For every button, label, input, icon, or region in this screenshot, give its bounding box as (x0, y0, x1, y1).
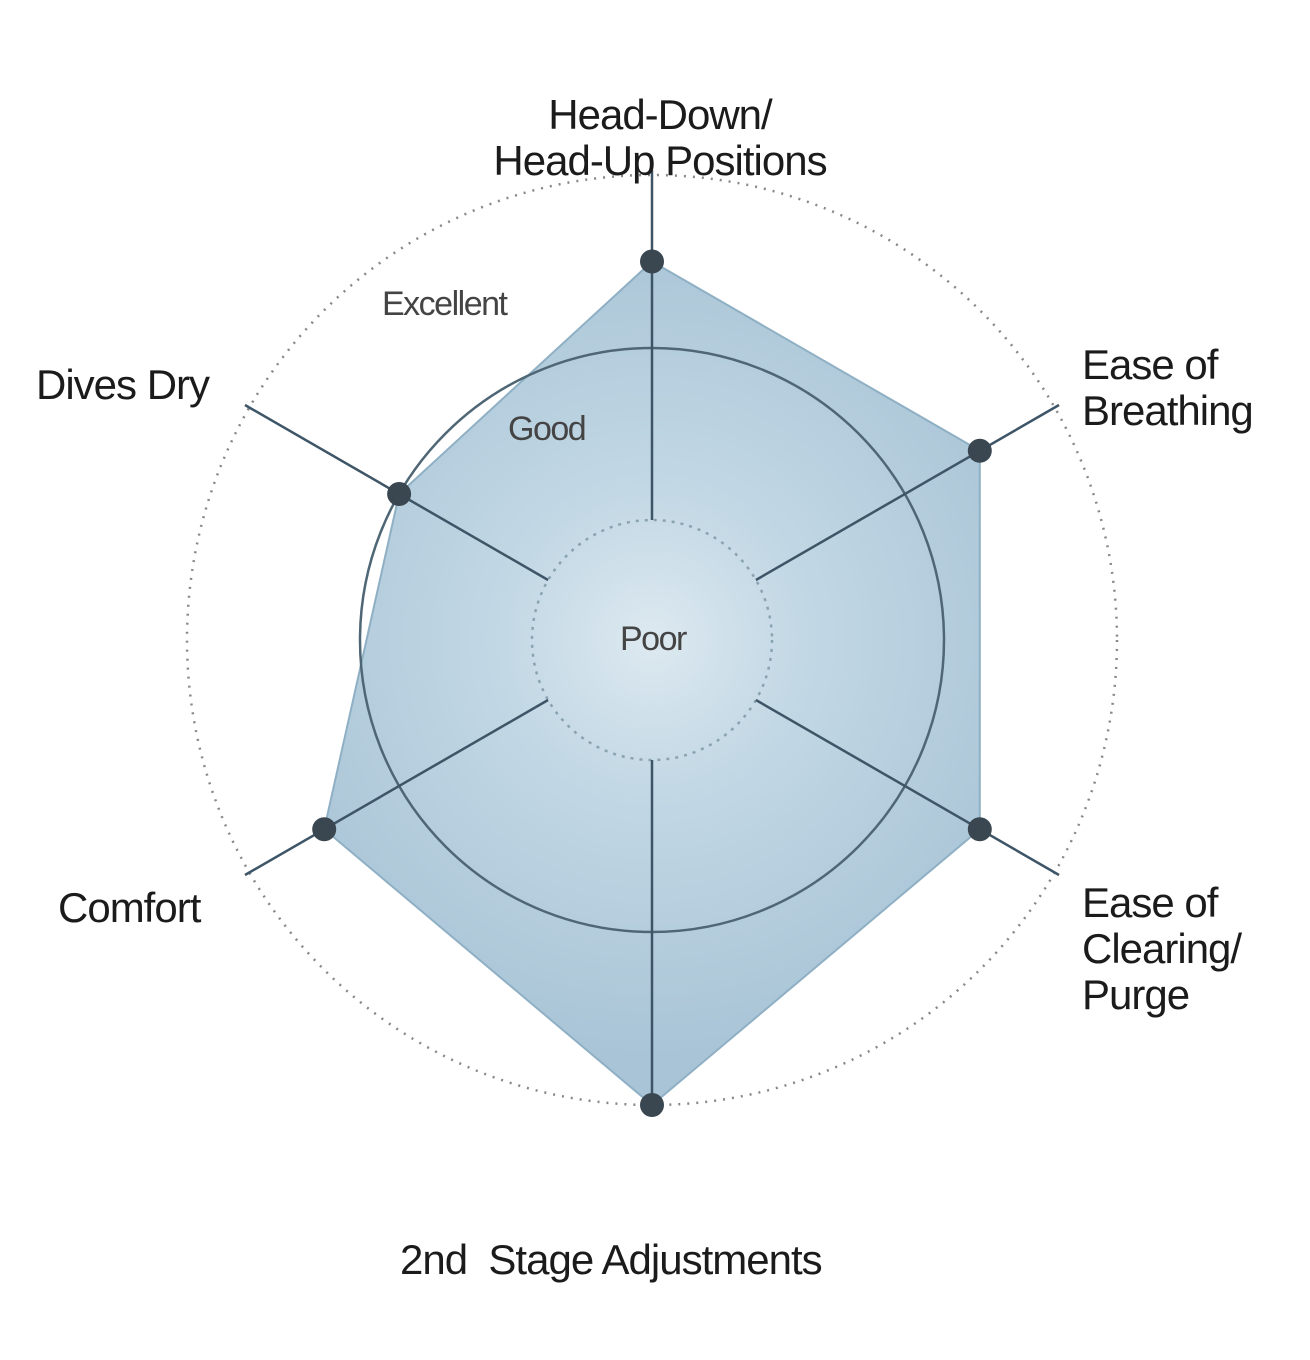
axis-spoke (244, 698, 549, 877)
axis-label-line: Clearing/ (1082, 925, 1242, 972)
axis-label-line: Comfort (58, 884, 201, 931)
data-point (640, 1093, 664, 1117)
ring-label-poor: Poor (620, 620, 687, 658)
axis-label-line: Breathing (1082, 387, 1254, 434)
data-point (387, 482, 412, 506)
axis-label-line: Head-Down/ (548, 91, 772, 138)
data-point (967, 438, 992, 463)
axis-label-2nd-stage-adjustments: 2nd Stage Adjustments (400, 1145, 823, 1360)
axis-spoke (755, 698, 1060, 877)
ring-label-excellent: Excellent (382, 285, 508, 323)
axis-label-line: Head-Up Positions (493, 137, 827, 184)
axis-label-line: Ease of (1082, 341, 1218, 388)
axis-label-dives-dry: Dives Dry (36, 361, 210, 408)
data-point (312, 817, 337, 842)
axis-label-line: Purge (1082, 971, 1190, 1018)
axis-label-line: Dives Dry (36, 361, 210, 408)
axis-label-ease-of-breathing: Ease of Breathing (1082, 341, 1254, 434)
ring-poor (530, 518, 774, 762)
axis-label-ease-of-clearing: Ease of Clearing/ Purge (1082, 879, 1242, 1018)
axis-spoke (755, 403, 1060, 582)
data-point (640, 249, 664, 274)
axis-label-line: Ease of (1082, 879, 1218, 926)
axis-label-head-position: Head-Down/ Head-Up Positions (465, 92, 855, 184)
axis-label-line: 2nd Stage Adjustments (400, 1236, 823, 1283)
ring-label-good: Good (508, 410, 587, 448)
axis-label-comfort: Comfort (58, 884, 201, 931)
data-point (967, 817, 992, 842)
